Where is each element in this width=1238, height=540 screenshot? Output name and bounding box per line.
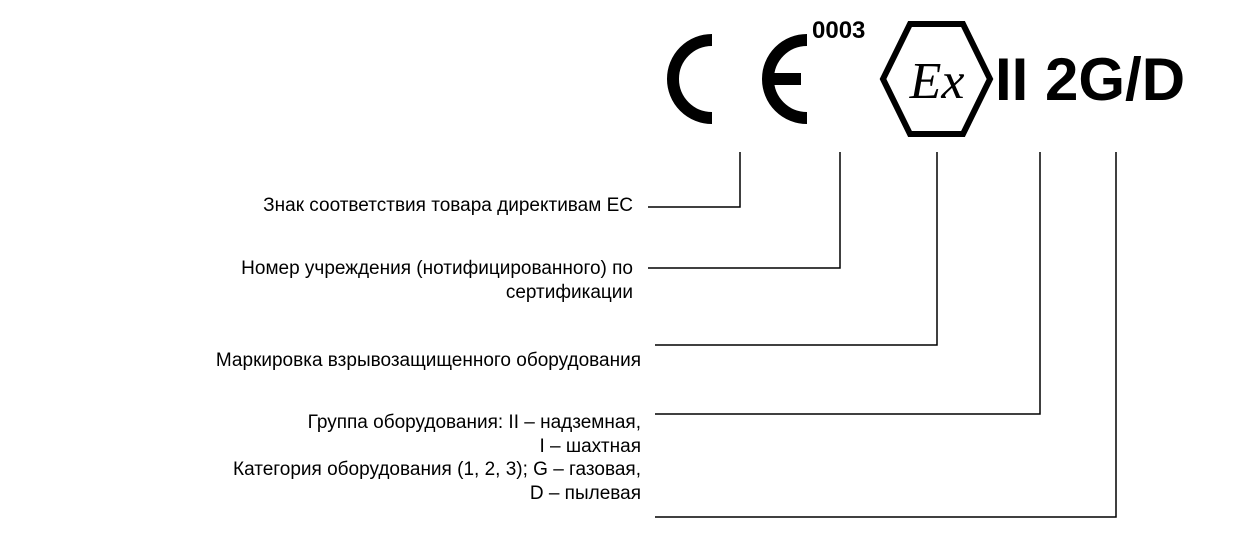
legend-ex-marking-text: Маркировка взрывозащищенного оборудовани…: [215, 350, 641, 371]
legend-equipment-category-line1: Категория оборудования (1, 2, 3); G – га…: [233, 459, 641, 480]
leader-line-ex: [655, 152, 938, 346]
ex-symbol-text: Ex: [909, 53, 965, 110]
ce-mark-icon: [667, 34, 808, 124]
legend-notified-body: Номер учреждения (нотифицированного) по …: [241, 257, 633, 305]
legend-equipment-category-line2: D – пылевая: [529, 483, 641, 504]
legend-equipment-group-line2: I – шахтная: [539, 436, 641, 457]
leader-line-ce: [648, 152, 741, 208]
legend-notified-body-line1: Номер учреждения (нотифицированного) по: [241, 258, 633, 279]
leader-line-group: [655, 152, 1041, 415]
notified-body-number: 0003: [812, 17, 865, 44]
leader-line-number: [648, 152, 841, 269]
legend-equipment-group: Группа оборудования: II – надземная, I –…: [308, 411, 641, 459]
leader-line-category: [655, 152, 1117, 518]
ex-hexagon-icon: Ex: [879, 21, 994, 137]
group-category-text: II 2G/D: [995, 46, 1185, 113]
legend-ce-conformity: Знак соответствия товара директивам ЕС: [263, 194, 633, 218]
legend-notified-body-line2: сертификации: [505, 282, 633, 303]
legend-ex-marking: Маркировка взрывозащищенного оборудовани…: [216, 349, 641, 373]
legend-equipment-group-line1: Группа оборудования: II – надземная,: [307, 412, 641, 433]
legend-equipment-category: Категория оборудования (1, 2, 3); G – га…: [233, 458, 641, 506]
legend-ce-conformity-text: Знак соответствия товара директивам ЕС: [263, 195, 633, 216]
